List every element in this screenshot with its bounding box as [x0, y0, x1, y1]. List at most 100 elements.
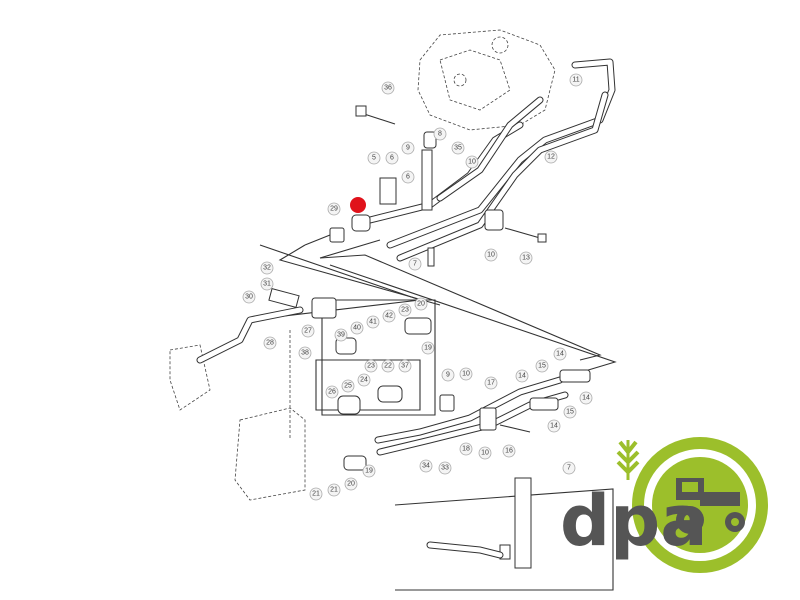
svg-text:18: 18 — [462, 446, 470, 453]
callout: 23 — [364, 359, 378, 373]
svg-text:14: 14 — [582, 395, 590, 402]
callout: 10 — [459, 367, 473, 381]
callout: 13 — [519, 251, 533, 265]
callout: 27 — [301, 324, 315, 338]
svg-text:37: 37 — [401, 363, 409, 370]
svg-text:32: 32 — [263, 265, 271, 272]
svg-text:16: 16 — [505, 448, 513, 455]
callouts: 36 11 12 9 8 35 5 6 6 10 29 10 13 7 32 3… — [242, 73, 593, 501]
svg-text:6: 6 — [406, 174, 410, 181]
callout: 14 — [579, 391, 593, 405]
svg-text:23: 23 — [367, 363, 375, 370]
callout: 6 — [385, 151, 399, 165]
brackets — [329, 105, 547, 267]
svg-text:10: 10 — [487, 252, 495, 259]
svg-text:31: 31 — [263, 281, 271, 288]
svg-text:23: 23 — [401, 307, 409, 314]
callout: 6 — [401, 170, 415, 184]
callout: 34 — [419, 459, 433, 473]
svg-text:10: 10 — [462, 371, 470, 378]
svg-text:19: 19 — [424, 345, 432, 352]
callout: 33 — [438, 461, 452, 475]
callout: 40 — [350, 321, 364, 335]
callout: 23 — [398, 303, 412, 317]
callout: 26 — [325, 385, 339, 399]
callout: 42 — [382, 309, 396, 323]
svg-text:22: 22 — [384, 363, 392, 370]
svg-text:15: 15 — [566, 409, 574, 416]
svg-text:38: 38 — [301, 350, 309, 357]
callout: 30 — [242, 290, 256, 304]
logo-text: dpa — [560, 480, 707, 562]
wheat-icon — [616, 440, 640, 480]
callout: 29 — [327, 202, 341, 216]
callout: 10 — [478, 446, 492, 460]
callout: 16 — [502, 444, 516, 458]
callout: 22 — [381, 359, 395, 373]
svg-text:10: 10 — [481, 450, 489, 457]
callout: 36 — [381, 81, 395, 95]
svg-text:7: 7 — [567, 465, 571, 472]
callout: 15 — [563, 405, 577, 419]
svg-text:7: 7 — [413, 261, 417, 268]
svg-text:14: 14 — [518, 373, 526, 380]
svg-text:28: 28 — [266, 340, 274, 347]
svg-text:30: 30 — [245, 294, 253, 301]
callout: 10 — [484, 248, 498, 262]
callout: 32 — [260, 261, 274, 275]
callout: 17 — [484, 376, 498, 390]
svg-text:26: 26 — [328, 389, 336, 396]
callout: 15 — [535, 359, 549, 373]
callout: 21 — [327, 483, 341, 497]
callout: 18 — [459, 442, 473, 456]
svg-text:13: 13 — [522, 255, 530, 262]
svg-text:15: 15 — [538, 363, 546, 370]
callout: 28 — [263, 336, 277, 350]
highlight-marker — [350, 197, 366, 213]
callout: 35 — [451, 141, 465, 155]
svg-text:14: 14 — [550, 423, 558, 430]
callout: 11 — [569, 73, 583, 87]
svg-text:19: 19 — [365, 468, 373, 475]
svg-text:41: 41 — [369, 319, 377, 326]
svg-text:34: 34 — [422, 463, 430, 470]
callout: 38 — [298, 346, 312, 360]
callout: 21 — [309, 487, 323, 501]
svg-text:40: 40 — [353, 325, 361, 332]
callout: 24 — [357, 373, 371, 387]
svg-text:6: 6 — [390, 155, 394, 162]
tractor-icon — [676, 478, 745, 534]
svg-text:9: 9 — [406, 145, 410, 152]
svg-text:24: 24 — [360, 377, 368, 384]
callout: 14 — [515, 369, 529, 383]
callout: 10 — [465, 155, 479, 169]
callout: 9 — [441, 368, 455, 382]
svg-text:36: 36 — [384, 85, 392, 92]
svg-text:20: 20 — [417, 301, 425, 308]
callout: 19 — [362, 464, 376, 478]
svg-text:25: 25 — [344, 383, 352, 390]
svg-text:42: 42 — [385, 313, 393, 320]
svg-text:17: 17 — [487, 380, 495, 387]
svg-text:12: 12 — [547, 154, 555, 161]
lower-housing — [169, 287, 591, 569]
svg-text:21: 21 — [330, 487, 338, 494]
callout: 12 — [544, 150, 558, 164]
callout: 7 — [562, 461, 576, 475]
svg-text:35: 35 — [454, 145, 462, 152]
callout: 9 — [401, 141, 415, 155]
svg-text:21: 21 — [312, 491, 320, 498]
svg-text:14: 14 — [556, 351, 564, 358]
callout: 8 — [433, 127, 447, 141]
callout: 20 — [414, 297, 428, 311]
callout: 31 — [260, 277, 274, 291]
svg-text:9: 9 — [446, 372, 450, 379]
callout: 25 — [341, 379, 355, 393]
callout: 7 — [408, 257, 422, 271]
callout: 5 — [367, 151, 381, 165]
pump-housing — [417, 29, 556, 131]
svg-text:11: 11 — [572, 77, 579, 84]
hydraulic-pipes — [366, 58, 616, 262]
callout: 41 — [366, 315, 380, 329]
svg-text:29: 29 — [330, 206, 338, 213]
